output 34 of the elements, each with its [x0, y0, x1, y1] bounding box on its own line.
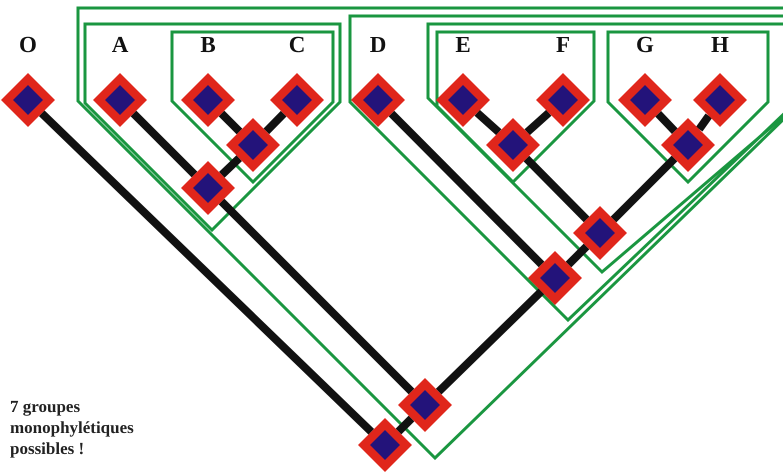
node-diamond: [485, 117, 541, 173]
node-diamond: [527, 250, 583, 306]
taxon-label: F: [554, 32, 572, 58]
branch-line: [524, 156, 590, 222]
branch-line: [388, 110, 544, 268]
branch-line: [219, 155, 242, 178]
node-diamond: [660, 117, 716, 173]
node-diamond: [225, 117, 281, 173]
taxon-label: H: [710, 32, 730, 58]
node-diamond: [357, 417, 413, 473]
branch-line: [396, 416, 414, 434]
branch-line: [130, 110, 198, 178]
note-text: 7 groupes monophylétiques possibles !: [10, 396, 135, 459]
taxon-label: B: [199, 32, 217, 58]
taxon-label: G: [635, 32, 655, 58]
branch-line: [566, 244, 590, 268]
branch-line: [696, 113, 712, 132]
node-diamond: [397, 377, 453, 433]
taxon-label: A: [110, 32, 130, 58]
taxon-label: D: [368, 32, 388, 58]
node-diamond: [572, 205, 628, 261]
branch-line: [524, 110, 552, 136]
branch-line: [655, 111, 678, 134]
branch-line: [436, 288, 544, 395]
node-diamond: [180, 160, 236, 216]
taxon-label: C: [288, 32, 306, 58]
branch-line: [263, 110, 287, 134]
taxon-label: E: [454, 32, 472, 58]
branch-line: [38, 110, 374, 435]
branch-line: [218, 198, 414, 394]
branch-line: [474, 110, 502, 136]
branch-line: [610, 156, 678, 222]
branch-line: [218, 110, 242, 134]
taxon-label: O: [18, 32, 38, 58]
